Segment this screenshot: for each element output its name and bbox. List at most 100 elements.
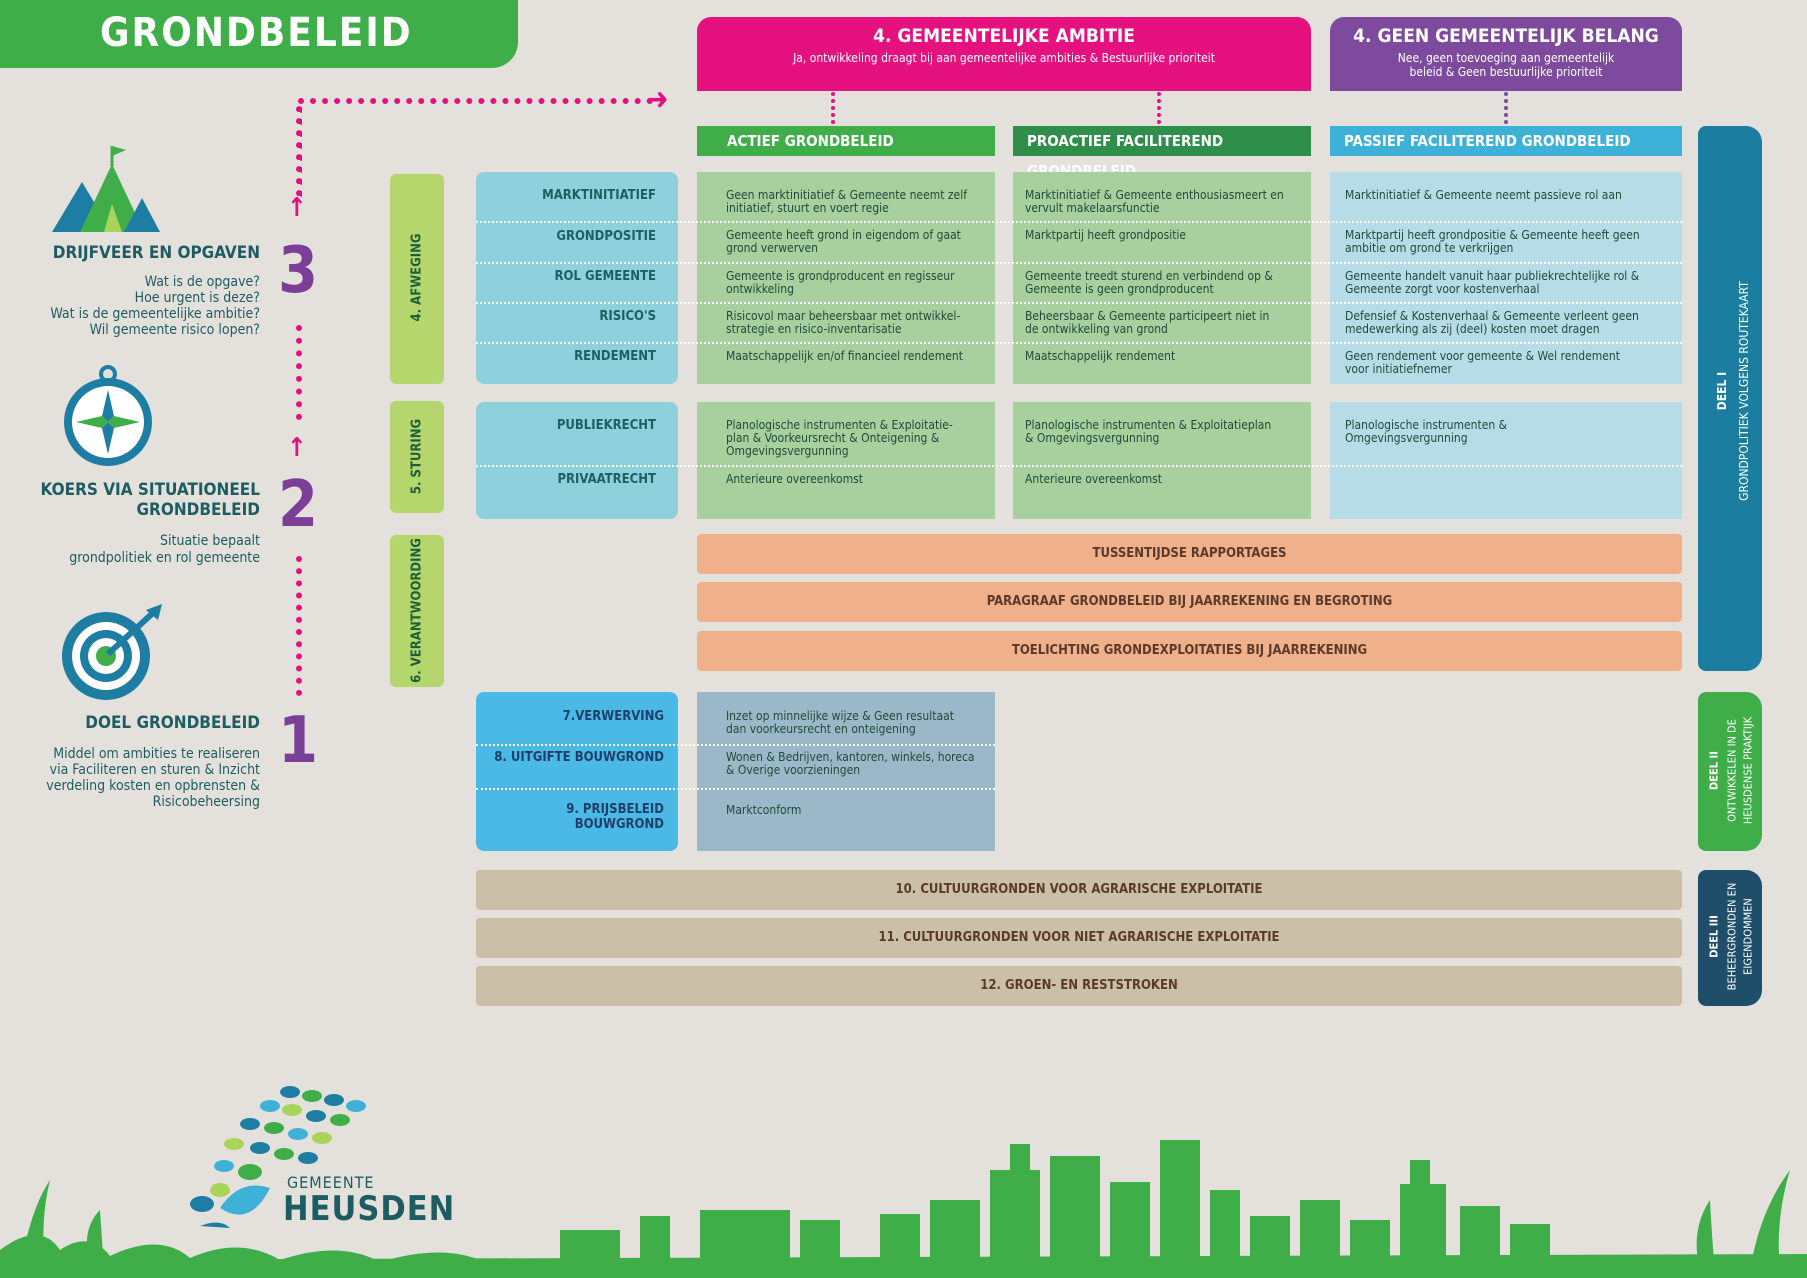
mountain-flag-icon [52, 146, 160, 232]
column-actief: ACTIEF GRONDBELEID [697, 126, 995, 156]
page-title: GRONDBELEID [0, 0, 518, 68]
sturing-cell: Planologische instrumenten & Omgevingsve… [1345, 418, 1508, 445]
deel2-cell: Marktconform [726, 803, 802, 817]
afweging-cell: Geen rendement voor gemeente & Wel rende… [1345, 349, 1620, 376]
s1-line: Middel om ambities te realiseren [53, 746, 260, 762]
row-divider [476, 744, 995, 746]
afweging-cell: Beheersbaar & Gemeente participeert niet… [1025, 309, 1270, 336]
side-deel3-title: DEEL III [1707, 915, 1721, 958]
verantwoording-band: TOELICHTING GRONDEXPLOITATIES BIJ JAARRE… [697, 631, 1682, 671]
sturing-cell: Anterieure overeenkomst [726, 472, 864, 486]
afweging-cell: Marktinitiatief & Gemeente enthousiasmee… [1025, 188, 1284, 215]
verantwoording-band: PARAGRAAF GRONDBELEID BIJ JAARREKENING E… [697, 582, 1682, 622]
side-deel3: DEEL III BEHEERGRONDEN EN EIGENDOMMEN [1698, 870, 1762, 1006]
step-number-3: 3 [278, 234, 319, 308]
deel2-label: 8. UITGIFTE BOUWGROND [494, 750, 664, 765]
sturing-col1-panel [697, 402, 995, 519]
deel3-band: 11. CULTUURGRONDEN VOOR NIET AGRARISCHE … [476, 918, 1682, 958]
afweging-cell: Gemeente heeft grond in eigendom of gaat… [726, 228, 961, 255]
s3-line: Wat is de opgave? [144, 274, 260, 290]
afweging-cell: Marktpartij heeft grondpositie [1025, 228, 1187, 242]
connector [1504, 92, 1508, 124]
afweging-cell: Geen marktinitiatief & Gemeente neemt ze… [726, 188, 967, 215]
deel2-cell: Wonen & Bedrijven, kantoren, winkels, ho… [726, 750, 975, 777]
s1-line: via Faciliteren en sturen & Inzicht [49, 762, 260, 778]
heusden-logo-mark [190, 1086, 366, 1228]
side-deel1: DEEL I GRONDPOLITIEK VOLGENS ROUTEKAART [1698, 126, 1762, 671]
s2-heading: KOERS VIA SITUATIONEEL [40, 480, 260, 500]
skyline-grass [0, 1140, 1807, 1278]
deel3-band: 10. CULTUURGRONDEN VOOR AGRARISCHE EXPLO… [476, 870, 1682, 910]
sturing-col3-panel [1330, 402, 1682, 519]
deel2-label: 7.VERWERVING [562, 709, 664, 724]
afweging-cell: Gemeente is grondproducent en regisseur … [726, 269, 955, 296]
row-divider [476, 465, 1682, 467]
afweging-col2-panel [1013, 172, 1311, 384]
s1-line: Risicobeheersing [152, 794, 260, 810]
afweging-cell: Risicovol maar beheersbaar met ontwikkel… [726, 309, 961, 336]
deel2-labels-panel [476, 692, 678, 851]
step-number-2: 2 [278, 468, 319, 542]
arrow-up-icon: ↑ [287, 433, 307, 463]
s3-line: Wil gemeente risico lopen? [89, 322, 260, 338]
side-deel1-title: DEEL I [1715, 371, 1729, 411]
target-icon [62, 604, 162, 700]
row-divider [476, 788, 995, 790]
verantwoording-band: TUSSENTIJDSE RAPPORTAGES [697, 534, 1682, 574]
tab-sturing: 5. STURING [390, 401, 444, 513]
column-proactief: PROACTIEF FACILITEREND GRONDBELEID [1013, 126, 1311, 180]
afweging-label: ROL GEMEENTE [554, 269, 656, 284]
afweging-cell: Maatschappelijk rendement [1025, 349, 1176, 363]
afweging-cell: Gemeente handelt vanuit haar publiekrech… [1345, 269, 1640, 296]
sturing-label: PRIVAATRECHT [557, 472, 656, 487]
s1-heading: DOEL GRONDBELEID [85, 713, 260, 733]
afweging-col3-panel [1330, 172, 1682, 384]
step-number-1: 1 [278, 704, 319, 778]
side-deel1-sub: GRONDPOLITIEK VOLGENS ROUTEKAART [1737, 281, 1751, 501]
s2-line: grondpolitiek en rol gemeente [69, 550, 260, 566]
connector [831, 92, 835, 124]
deel2-label: 9. PRIJSBELEID BOUWGROND [566, 802, 664, 832]
row-divider [476, 221, 1682, 223]
tab-verantwoording: 6. VERANTWOORDING [390, 535, 444, 687]
header-ambitie-title: 4. GEMEENTELIJKE AMBITIE [873, 25, 1135, 47]
deel2-text-panel [697, 692, 995, 851]
side-deel2: DEEL II ONTWIKKELEN IN DE HEUSDENSE PRAK… [1698, 692, 1762, 851]
path-line [296, 556, 302, 696]
logo-heusden: HEUSDEN [283, 1189, 456, 1229]
afweging-cell: Gemeente treedt sturend en verbindend op… [1025, 269, 1273, 296]
header-ambitie: 4. GEMEENTELIJKE AMBITIE Ja, ontwikkelin… [697, 17, 1311, 91]
compass-icon [64, 365, 152, 466]
tab-afweging: 4. AFWEGING [390, 174, 444, 384]
sturing-label: PUBLIEKRECHT [556, 418, 656, 433]
afweging-label: RENDEMENT [574, 349, 656, 364]
side-deel3-sub: BEHEERGRONDEN EN [1725, 882, 1739, 991]
sturing-col2-panel [1013, 402, 1311, 519]
sturing-cell: Planologische instrumenten & Exploitatie… [1025, 418, 1272, 445]
afweging-col1-panel [697, 172, 995, 384]
afweging-label: RISICO'S [599, 309, 656, 324]
afweging-cell: Defensief & Kostenverhaal & Gemeente ver… [1345, 309, 1639, 336]
connector [1157, 92, 1161, 124]
s3-line: Hoe urgent is deze? [134, 290, 260, 306]
s2-heading: GRONDBELEID [136, 500, 260, 520]
row-divider [476, 342, 1682, 344]
header-belang-title: 4. GEEN GEMEENTELIJK BELANG [1353, 25, 1659, 47]
deel3-band: 12. GROEN- EN RESTSTROKEN [476, 966, 1682, 1006]
logo-gemeente: GEMEENTE [287, 1173, 375, 1192]
header-belang-subtitle: Nee, geen toevoeging aan gemeentelijk be… [1397, 51, 1615, 79]
tab-verantwoording-label: 6. VERANTWOORDING [409, 538, 425, 683]
afweging-cell: Marktpartij heeft grondpositie & Gemeent… [1345, 228, 1640, 255]
s3-line: Wat is de gemeentelijke ambitie? [50, 306, 260, 322]
header-ambitie-subtitle: Ja, ontwikkeling draagt bij aan gemeente… [793, 51, 1215, 65]
afweging-cell: Maatschappelijk en/of financieel rendeme… [726, 349, 963, 363]
path-line [296, 325, 302, 420]
column-passief: PASSIEF FACILITEREND GRONDBELEID [1330, 126, 1682, 156]
afweging-labels-panel [476, 172, 678, 384]
arrow-right-icon: ➜ [646, 82, 669, 117]
afweging-label: GRONDPOSITIE [556, 229, 656, 244]
afweging-cell: Marktinitiatief & Gemeente neemt passiev… [1345, 188, 1622, 202]
afweging-label: MARKTINITIATIEF [542, 188, 656, 203]
sturing-cell: Planologische instrumenten & Exploitatie… [726, 418, 953, 458]
s1-line: verdeling kosten en opbrensten & [46, 778, 260, 794]
